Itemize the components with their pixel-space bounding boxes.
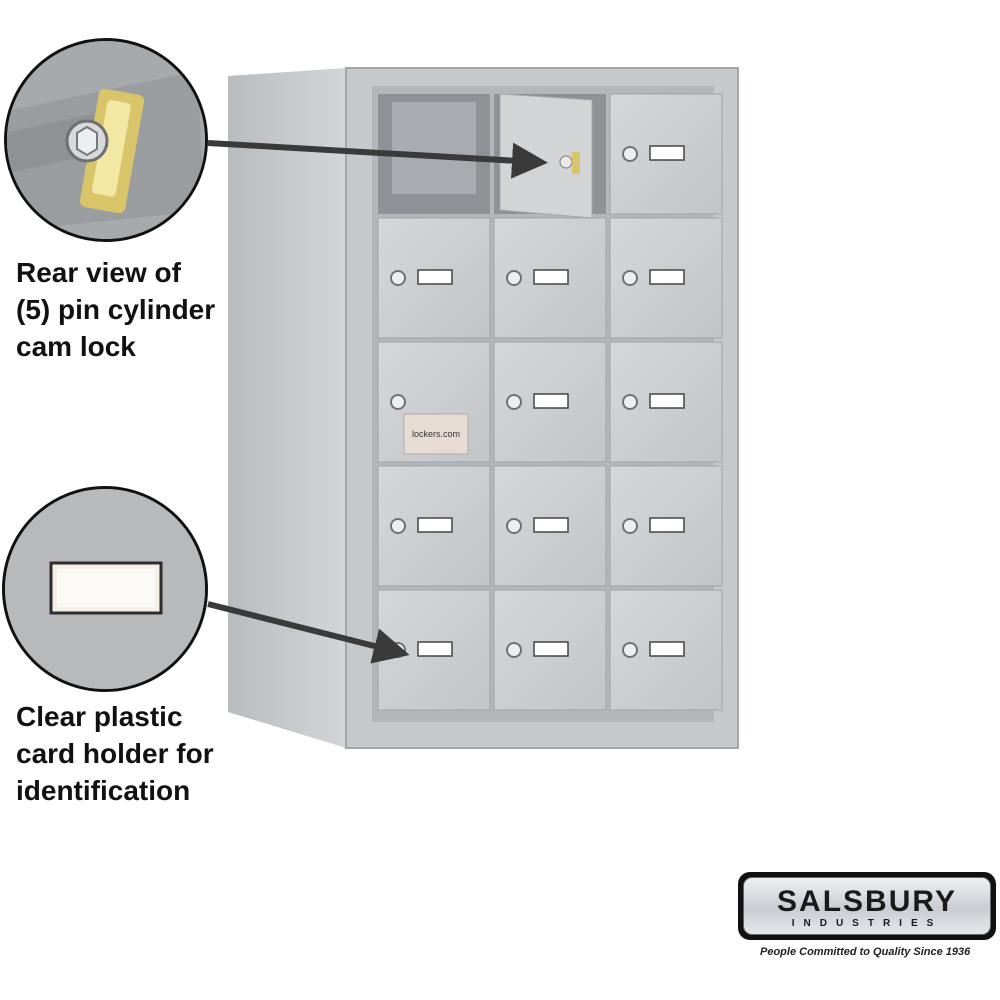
door-lock bbox=[559, 155, 573, 169]
card-holder bbox=[417, 269, 453, 285]
door-lock bbox=[506, 642, 522, 658]
lock-callout-text: Rear view of (5) pin cylinder cam lock bbox=[16, 254, 215, 365]
card-holder-closeup-circle bbox=[2, 486, 208, 692]
card-holder bbox=[649, 517, 685, 533]
lock-callout-line-2: (5) pin cylinder bbox=[16, 294, 216, 325]
card-callout-line-1: Clear plastic bbox=[16, 701, 183, 732]
brand-tagline: People Committed to Quality Since 1936 bbox=[760, 946, 971, 958]
card-holder bbox=[649, 641, 685, 657]
salsbury-logo: SALSBURY INDUSTRIES bbox=[738, 872, 996, 940]
locker-doors: lockers.com bbox=[377, 93, 723, 711]
card-holder bbox=[649, 269, 685, 285]
card-holder bbox=[533, 517, 569, 533]
card-arrow bbox=[207, 601, 410, 664]
card-holder bbox=[533, 641, 569, 657]
door-lock bbox=[622, 518, 638, 534]
door-lock bbox=[506, 518, 522, 534]
lock-closeup-circle bbox=[4, 38, 208, 242]
compartment-back-wall bbox=[392, 102, 476, 194]
door-lock bbox=[622, 146, 638, 162]
card-holder bbox=[649, 393, 685, 409]
door-lock bbox=[506, 394, 522, 410]
cam-lock bbox=[572, 152, 580, 174]
card-callout-line-3: identification bbox=[16, 775, 191, 806]
lock-callout-line-3: cam lock bbox=[16, 331, 136, 362]
card-callout-text: Clear plastic card holder for identifica… bbox=[16, 698, 214, 809]
door-lock bbox=[390, 394, 406, 410]
door-lock bbox=[506, 270, 522, 286]
door-lock bbox=[622, 270, 638, 286]
card-holder bbox=[417, 517, 453, 533]
label-plate bbox=[403, 413, 469, 455]
brand-name: SALSBURY bbox=[777, 885, 957, 918]
card-holder bbox=[533, 393, 569, 409]
card-callout-line-2: card holder for bbox=[16, 738, 214, 769]
door-lock bbox=[390, 270, 406, 286]
cam-lock-icon bbox=[7, 41, 205, 239]
locker-side-panel bbox=[228, 68, 346, 748]
card-holder bbox=[649, 145, 685, 161]
door-lock bbox=[622, 642, 638, 658]
brand-subname: INDUSTRIES bbox=[791, 918, 943, 929]
door-lock bbox=[622, 394, 638, 410]
label-plate-text: lockers.com bbox=[412, 429, 460, 439]
card-holder bbox=[417, 641, 453, 657]
lock-callout-line-1: Rear view of bbox=[16, 257, 181, 288]
card-holder bbox=[533, 269, 569, 285]
lock-arrow bbox=[207, 140, 548, 179]
door-lock bbox=[390, 518, 406, 534]
card-holder-icon bbox=[5, 489, 205, 689]
